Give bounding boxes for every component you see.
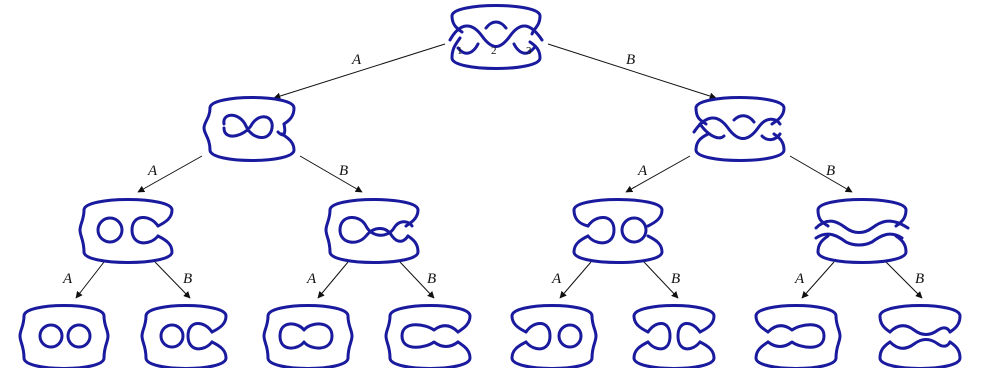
knot-l3-1-circle-and-arc (140, 304, 228, 368)
edge-l1a-to-l2-1 (299, 155, 363, 193)
crossing-label-3: 3 (526, 45, 532, 57)
edge-labels: A B A B A B A B A B A B A B (62, 52, 924, 287)
knot-l3-3-wavy-arc (384, 304, 472, 368)
knot-l3-7-double-wave (878, 304, 962, 368)
knot-l3-2-peanut (262, 304, 354, 368)
edge-label-l3-7: B (915, 271, 924, 287)
knot-l2-2-one-crossing (572, 198, 664, 264)
edge-l2-2-to-l3-5 (643, 261, 679, 299)
edge-l2-1-to-l3-3 (399, 261, 435, 299)
edge-label-l3-6: A (794, 271, 805, 287)
crossing-label-1: 1 (457, 45, 463, 57)
edge-l2-3-to-l3-7 (885, 261, 923, 299)
edge-label-l2-3: B (826, 163, 835, 179)
knot-l1-left-two-crossings (202, 96, 296, 162)
edge-label-l1-right: B (626, 52, 635, 68)
knot-l3-6-wavy-closed (754, 304, 842, 368)
edge-label-l3-1: B (183, 271, 192, 287)
edge-l1a-to-l2-0 (137, 155, 203, 193)
edge-label-l3-0: A (62, 271, 73, 287)
edge-root-to-l1-right (547, 43, 717, 100)
crossing-label-2: 2 (491, 45, 497, 57)
knot-l3-4-arc-and-circle (510, 304, 598, 368)
edge-l2-3-to-l3-6 (801, 261, 835, 299)
edge-label-l2-0: A (147, 163, 158, 179)
knot-diagrams: 1 2 3 (18, 4, 962, 368)
edge-l2-1-to-l3-2 (317, 261, 349, 299)
edge-l2-2-to-l3-4 (559, 261, 592, 299)
edge-label-l3-3: B (427, 271, 436, 287)
edge-label-l2-2: A (637, 163, 648, 179)
edge-l2-0-to-l3-1 (154, 261, 191, 299)
edge-label-l3-5: B (671, 271, 680, 287)
knot-l3-5-two-arcs (632, 304, 716, 368)
knot-l2-1-one-crossing (324, 198, 420, 264)
knot-l3-0-two-circles (18, 304, 110, 368)
edge-label-l2-1: B (339, 163, 348, 179)
edge-label-l3-2: A (306, 271, 317, 287)
edge-label-l1-left: A (351, 52, 362, 68)
knot-root-three-crossings: 1 2 3 (448, 4, 544, 70)
knot-l1-right-two-crossings (692, 96, 786, 162)
edges (75, 43, 923, 299)
edge-label-l3-4: A (551, 271, 562, 287)
knot-l2-3-one-crossing (814, 198, 910, 264)
knot-l2-0-one-crossing (78, 198, 174, 264)
edge-l2-0-to-l3-0 (75, 261, 105, 299)
edge-l1b-to-l2-3 (789, 155, 853, 193)
edge-l1b-to-l2-2 (625, 155, 691, 193)
edge-root-to-l1-left (273, 43, 446, 100)
